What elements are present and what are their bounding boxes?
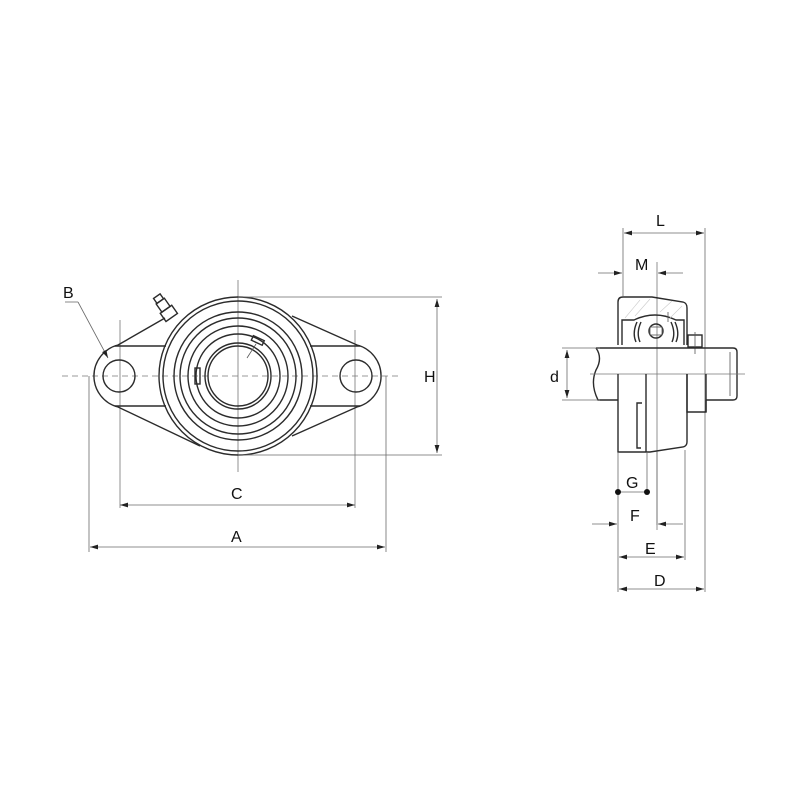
grease-nipple-icon [152,292,179,323]
collar-ring [195,333,281,419]
set-screw-mark [246,343,257,359]
housing-top [617,296,688,345]
bolt-hole-right [339,359,373,393]
housing-ring [162,300,314,452]
label-m: M [635,257,648,274]
label-f: F [630,508,640,525]
seal-left [637,321,642,343]
housing-ring [179,317,297,435]
label-b: B [63,285,74,302]
housing-ring [173,311,303,441]
seal-right [670,321,675,343]
label-d-small: d [550,369,559,386]
bolt-hole-left [102,359,136,393]
label-g: G [626,475,638,492]
g-dot-left [615,489,621,495]
label-e: E [645,541,656,558]
label-d-large: D [654,573,666,590]
collar-lower [686,374,707,413]
label-a: A [231,529,242,546]
seal-left [633,321,638,343]
hatching [624,298,683,319]
shaft-break [592,347,618,401]
bore-outer [204,342,272,410]
slot [636,402,642,449]
bore-inner [207,345,269,407]
side-view: L M [550,213,745,592]
seal-right [674,321,679,343]
b-leader [77,301,109,359]
label-c: C [231,486,243,503]
housing-ring [187,325,289,427]
label-l: L [656,213,665,230]
ball-cage [649,326,663,336]
ball-icon [648,323,664,339]
set-screw [250,334,266,347]
front-view: H C A B [62,280,442,552]
set-screw [194,367,201,385]
insert-ring [621,314,685,345]
label-h: H [424,369,436,386]
housing-bottom [617,374,688,453]
g-dot-right [644,489,650,495]
